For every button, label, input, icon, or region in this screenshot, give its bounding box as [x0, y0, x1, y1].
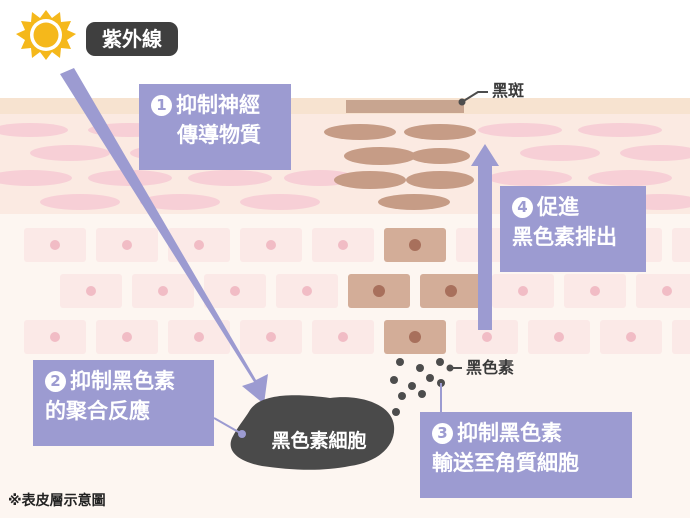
cell-nucleus	[518, 286, 528, 296]
melanocyte-pointer	[238, 430, 246, 438]
cell-nucleus	[86, 286, 96, 296]
cell-nucleus	[590, 286, 600, 296]
basal-cell	[672, 320, 690, 354]
cell-nucleus	[554, 332, 564, 342]
uv-label: 紫外線	[86, 22, 178, 56]
melanin-spot-label: 黑斑	[492, 81, 525, 100]
step-2-number: 2	[45, 371, 66, 392]
melanocyte-label: 黑色素細胞	[271, 430, 367, 452]
basal-cell	[672, 228, 690, 262]
cell-nucleus	[482, 332, 492, 342]
melanin-spot-pointer	[458, 98, 466, 106]
cell-nucleus	[373, 285, 385, 297]
cell-nucleus	[158, 286, 168, 296]
expel-arrow-shaft	[478, 164, 492, 330]
melanocyte-leader	[213, 417, 243, 435]
step-3-line-2: 輸送至角質細胞	[432, 451, 579, 475]
melanin-spot-leader	[461, 91, 488, 103]
step-1-line-1: 抑制神經	[176, 93, 260, 117]
step-4-line-1: 促進	[537, 195, 579, 219]
cell-nucleus	[338, 332, 348, 342]
cell-nucleus	[50, 240, 60, 250]
cell-nucleus	[445, 285, 457, 297]
expel-arrow-head	[471, 144, 499, 166]
cell-nucleus	[122, 240, 132, 250]
cell-nucleus	[266, 332, 276, 342]
footnote: ※表皮層示意圖	[8, 493, 106, 509]
melanin-spot	[346, 100, 464, 113]
cell-nucleus	[662, 286, 672, 296]
pigmented-flattened-cells	[324, 124, 476, 210]
cell-nucleus	[302, 286, 312, 296]
melanin-label: 黑色素	[466, 358, 515, 377]
step-2-line-1: 抑制黑色素	[70, 369, 175, 393]
step-1-number: 1	[151, 95, 172, 116]
cell-nucleus	[194, 332, 204, 342]
cell-nucleus	[122, 332, 132, 342]
step-4-number: 4	[512, 197, 533, 218]
step-2-line-2: 的聚合反應	[45, 399, 150, 423]
cell-nucleus	[409, 239, 421, 251]
step-4-line-2: 黑色素排出	[512, 225, 617, 249]
cell-nucleus	[230, 286, 240, 296]
melanocyte-cell	[230, 395, 395, 470]
skin-surface-layer	[0, 98, 690, 114]
cell-nucleus	[50, 332, 60, 342]
cell-nucleus	[266, 240, 276, 250]
cell-nucleus	[194, 240, 204, 250]
step-3-number: 3	[432, 423, 453, 444]
step-1-line-2: 傳導物質	[177, 123, 261, 147]
cell-nucleus	[626, 332, 636, 342]
uv-arrow	[60, 68, 268, 404]
sun-icon	[16, 10, 76, 60]
melanin-pointer	[446, 364, 454, 372]
cell-nucleus	[338, 240, 348, 250]
step-3-line-1: 抑制黑色素	[457, 421, 562, 445]
cell-nucleus	[409, 331, 421, 343]
